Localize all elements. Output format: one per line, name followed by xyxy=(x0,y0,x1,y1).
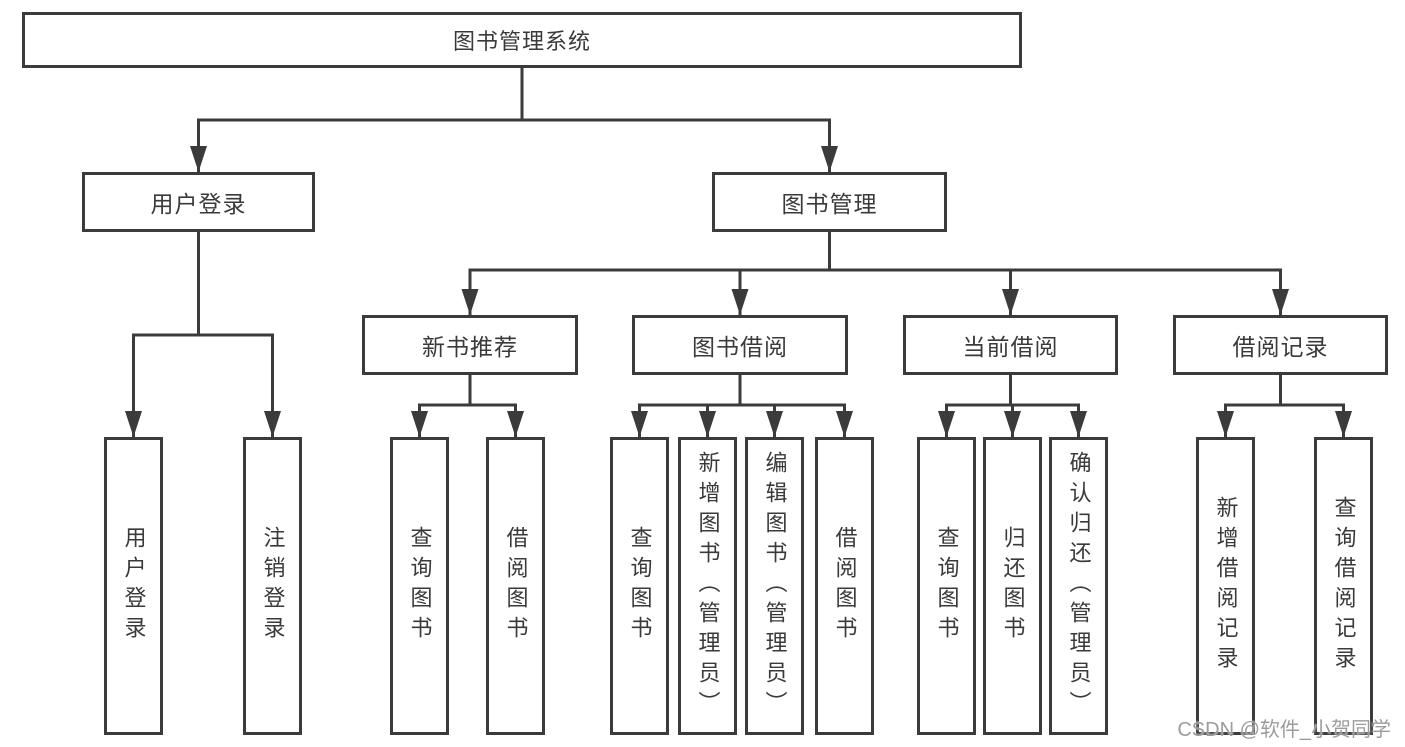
leaf-borrow-books-recommend: 借阅图书 xyxy=(486,437,545,735)
leaf-label: 注销登录 xyxy=(260,526,286,646)
leaf-label: 借阅图书 xyxy=(503,526,529,646)
leaf-add-borrow-record: 新增借阅记录 xyxy=(1196,437,1255,735)
leaf-query-books-borrow: 查询图书 xyxy=(610,437,669,735)
leaf-label: 查询图书 xyxy=(407,526,433,646)
leaf-add-book-admin: 新增图书（管理员） xyxy=(678,437,737,735)
leaf-edit-book-admin: 编辑图书（管理员） xyxy=(745,437,804,735)
node-label: 用户登录 xyxy=(150,191,247,217)
leaf-label: 借阅图书 xyxy=(832,526,858,646)
leaf-user-login: 用户登录 xyxy=(104,437,163,735)
leaf-label: 新增借阅记录 xyxy=(1213,496,1239,676)
leaf-query-books-recommend: 查询图书 xyxy=(390,437,449,735)
node-label: 图书管理系统 xyxy=(452,29,591,54)
node-root: 图书管理系统 xyxy=(22,12,1022,68)
leaf-label: 查询图书 xyxy=(934,526,960,646)
leaf-label: 确认归还（管理员） xyxy=(1066,451,1092,721)
leaf-query-borrow-record: 查询借阅记录 xyxy=(1314,437,1373,735)
leaf-label: 查询图书 xyxy=(627,526,653,646)
leaf-label: 查询借阅记录 xyxy=(1331,496,1357,676)
leaf-confirm-return-admin: 确认归还（管理员） xyxy=(1049,437,1108,735)
leaf-return-books: 归还图书 xyxy=(983,437,1042,735)
csdn-watermark: CSDN @软件_小贺同学 xyxy=(1177,719,1391,741)
leaf-logout: 注销登录 xyxy=(243,437,302,735)
node-label: 图书管理 xyxy=(781,191,878,217)
node-new-book-recommend: 新书推荐 xyxy=(362,315,578,375)
node-label: 当前借阅 xyxy=(962,334,1059,360)
leaf-label: 用户登录 xyxy=(121,526,147,646)
node-label: 新书推荐 xyxy=(422,334,518,360)
leaf-borrow-books: 借阅图书 xyxy=(815,437,874,735)
node-user-login: 用户登录 xyxy=(82,172,315,232)
node-borrow-records: 借阅记录 xyxy=(1173,315,1388,375)
node-label: 借阅记录 xyxy=(1232,334,1329,360)
leaf-label: 归还图书 xyxy=(1000,526,1026,646)
leaf-label: 编辑图书（管理员） xyxy=(762,451,788,721)
node-book-borrow: 图书借阅 xyxy=(632,315,848,375)
leaf-query-books-current: 查询图书 xyxy=(917,437,976,735)
node-book-management: 图书管理 xyxy=(712,172,947,232)
node-label: 图书借阅 xyxy=(692,334,788,360)
node-current-borrow: 当前借阅 xyxy=(903,315,1118,375)
leaf-label: 新增图书（管理员） xyxy=(695,451,721,721)
